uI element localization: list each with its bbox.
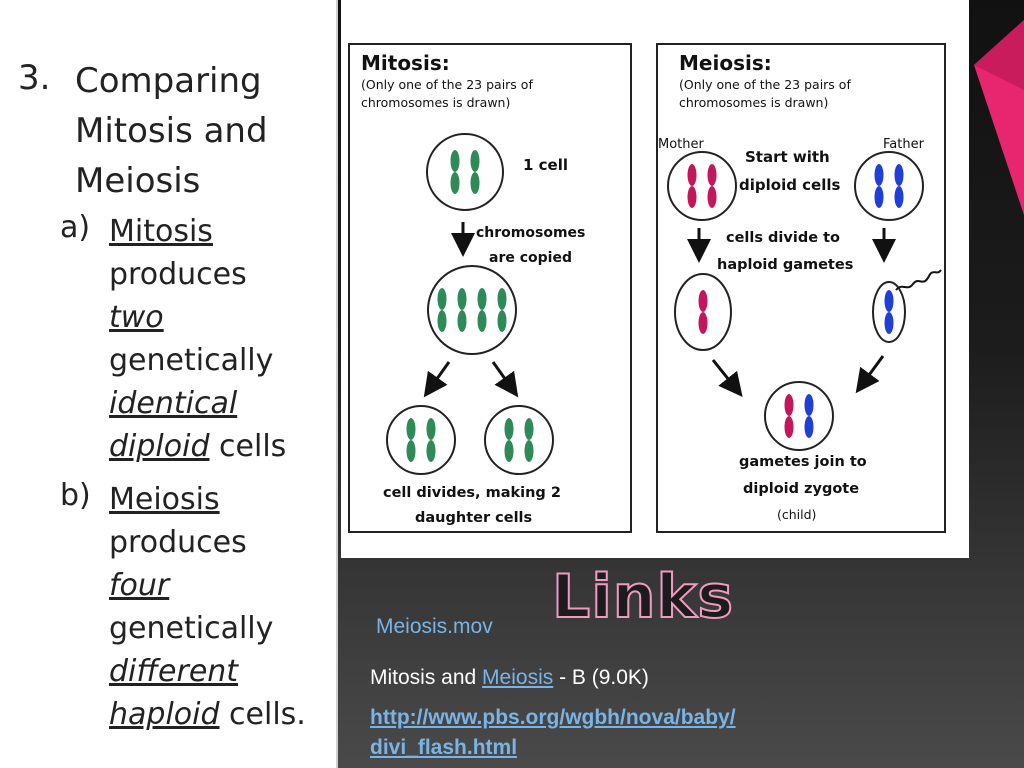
mitosis-parent-cell xyxy=(426,133,504,211)
item-a-count: two xyxy=(109,300,164,335)
pink-triangle-shade xyxy=(974,20,1024,90)
mother-label: Mother xyxy=(658,137,705,152)
item-b-verb: produces xyxy=(109,525,247,560)
mitosis-meiosis-diagram: Mitosis: (Only one of the 23 pairs of ch… xyxy=(341,0,969,558)
meiosis-mov-link[interactable]: Meiosis.mov xyxy=(376,615,493,638)
item-a-adverb: genetically xyxy=(109,343,274,378)
chromosomes-copied-label-2: are copied xyxy=(489,250,572,266)
item-a-marker: a) xyxy=(60,210,91,245)
chromosomes-copied-label-1: chromosomes xyxy=(476,225,585,241)
meiosis-title: Meiosis: xyxy=(679,51,772,75)
pbs-url-link-line-2[interactable]: divi_flash.html xyxy=(370,736,518,759)
mitosis-note-1: (Only one of the 23 pairs of xyxy=(361,77,533,92)
divide-arrow-right xyxy=(491,361,519,398)
mitosis-note-2: chromosomes is drawn) xyxy=(361,95,510,110)
item-a-noun: cells xyxy=(209,429,287,464)
divide-arrow-left xyxy=(423,361,451,398)
item-b-marker: b) xyxy=(60,478,91,513)
zygote-cell xyxy=(764,381,834,451)
father-label: Father xyxy=(883,137,925,152)
title-line-2: Mitosis and xyxy=(75,111,268,151)
title-line-3: Meiosis xyxy=(75,161,201,201)
mitosis-copied-cell xyxy=(427,265,517,355)
join-label-2: diploid zygote xyxy=(743,481,859,497)
divides-label-2: daughter cells xyxy=(415,510,532,526)
join-arrow-left xyxy=(711,359,743,398)
item-a-subject: Mitosis xyxy=(109,214,213,249)
item-b-adverb: genetically xyxy=(109,611,274,646)
section-number: 3. xyxy=(18,58,51,98)
meiosis-resource-link[interactable]: Meiosis xyxy=(482,666,554,689)
item-a-adjective: identical xyxy=(109,386,238,421)
resource-suffix: - B (9.0K) xyxy=(553,666,649,689)
start-label-1: Start with xyxy=(745,148,830,166)
divide-label-2: haploid gametes xyxy=(717,257,853,273)
father-diploid-cell xyxy=(854,151,924,221)
one-cell-label: 1 cell xyxy=(523,156,568,174)
left-text-panel: 3. Comparing Mitosis and Meiosis a) Mito… xyxy=(0,0,338,768)
item-b-count: four xyxy=(109,568,170,603)
item-b-adjective: different xyxy=(109,654,239,689)
item-b-ploidy: haploid xyxy=(109,697,220,732)
item-a-verb: produces xyxy=(109,257,247,292)
item-a-ploidy: diploid xyxy=(109,429,210,464)
resource-prefix: Mitosis and xyxy=(370,666,483,689)
meiosis-note-1: (Only one of the 23 pairs of xyxy=(679,77,851,92)
divide-label-1: cells divide to xyxy=(726,230,840,246)
resource-line: Mitosis and Meiosis - B (9.0K) xyxy=(370,666,649,690)
section-title: Comparing Mitosis and Meiosis xyxy=(75,56,268,206)
daughter-cell-left xyxy=(386,405,456,475)
start-label-2: diploid cells xyxy=(739,176,841,194)
item-b-subject: Meiosis xyxy=(109,482,220,517)
child-label: (child) xyxy=(777,507,816,522)
meiosis-note-2: chromosomes is drawn) xyxy=(679,95,828,110)
mother-diploid-cell xyxy=(667,151,737,221)
decorative-pink-chevron xyxy=(974,20,1024,215)
join-label-1: gametes join to xyxy=(739,454,867,470)
join-arrow-right xyxy=(855,355,885,394)
title-line-1: Comparing xyxy=(75,61,262,101)
sperm-tail xyxy=(895,269,942,291)
mitosis-title: Mitosis: xyxy=(361,51,450,75)
pbs-url-link-line-1[interactable]: http://www.pbs.org/wgbh/nova/baby/ xyxy=(370,706,736,729)
divides-label-1: cell divides, making 2 xyxy=(383,485,561,501)
links-heading: Links xyxy=(551,561,735,633)
item-b-noun: cells. xyxy=(219,697,306,732)
daughter-cell-right xyxy=(484,405,554,475)
